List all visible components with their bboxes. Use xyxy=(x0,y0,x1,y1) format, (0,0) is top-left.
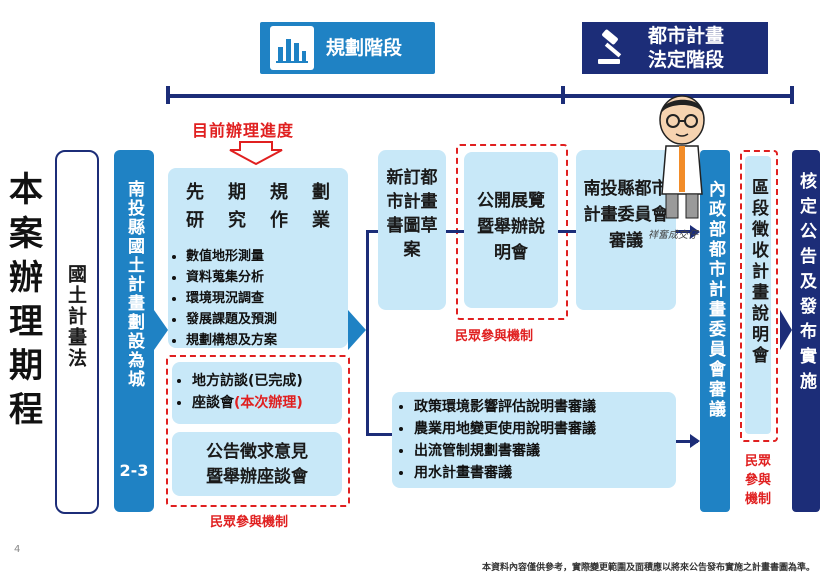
progress-arrow-icon xyxy=(229,141,283,166)
connector-line xyxy=(366,433,392,436)
nantou-design-code-text: 2-3 xyxy=(119,461,149,480)
prelim-title-line2: 研 究 作 業 xyxy=(168,204,348,238)
list-item: 發展課題及預測 xyxy=(186,309,348,330)
approval-box: 核定公告及發布實施 xyxy=(792,150,820,512)
public-exhibit-text: 公開展覽暨舉辦說明會 xyxy=(477,191,545,263)
bar-chart-icon xyxy=(270,26,314,70)
phase-legal-label: 都市計畫 法定階段 xyxy=(648,24,724,72)
pp-line: 機制 xyxy=(744,492,771,507)
prelim-title-char: 究 xyxy=(228,210,246,231)
prelim-title-line1: 先 期 規 劃 xyxy=(168,168,348,204)
land-plan-law-box: 國土計畫法 xyxy=(55,150,99,514)
new-plan-text: 新訂都市計畫書圖草案 xyxy=(386,168,438,260)
list-item: 座談會(本次辦理) xyxy=(192,392,342,414)
list-item: 數值地形測量 xyxy=(186,246,348,267)
prelim-title-char: 期 xyxy=(228,182,246,203)
prelim-title-char: 研 xyxy=(186,210,204,231)
phase-legal-line2: 法定階段 xyxy=(648,49,725,71)
notice-line1: 公告徵求意見 xyxy=(206,442,308,462)
bracket-tick-end xyxy=(790,86,794,104)
pp-line: 參與 xyxy=(744,473,771,488)
prelim-planning-box: 先 期 規 劃 研 究 作 業 數值地形測量 資料蒐集分析 環境現況調查 發展課… xyxy=(168,168,348,348)
nantou-design-text: 南投縣國土計畫劃設為城 xyxy=(124,180,144,389)
prelim-title-char: 業 xyxy=(312,210,330,231)
new-plan-box: 新訂都市計畫書圖草案 xyxy=(378,150,446,310)
list-item: 農業用地變更使用說明書審議 xyxy=(414,418,676,440)
list-item: 地方訪談(已完成) xyxy=(192,370,342,392)
prelim-title-char: 先 xyxy=(186,182,204,203)
zone-expropriation-box: 區段徵收計畫說明會 xyxy=(745,156,771,434)
county-committee-text: 南投縣都市計畫委員會審議 xyxy=(583,179,669,251)
phase-legal: 都市計畫 法定階段 xyxy=(582,22,768,74)
chevron-right-icon xyxy=(348,310,366,350)
side-title: 本案辦理期程 xyxy=(4,168,48,432)
connector-line xyxy=(366,230,369,436)
gavel-icon xyxy=(592,26,636,70)
phase-planning: 規劃階段 xyxy=(260,22,435,74)
reviews-list: 政策環境影響評估說明書審議 農業用地變更使用說明書審議 出流管制規劃書審議 用水… xyxy=(392,392,676,484)
list-item: 規劃構想及方案 xyxy=(186,330,348,351)
bracket-tick-start xyxy=(166,86,170,104)
list-item: 環境現況調查 xyxy=(186,288,348,309)
public-participation-label-right: 民眾 參與 機制 xyxy=(740,452,776,509)
avatar-cartoon-icon xyxy=(659,95,705,219)
timeline-bracket xyxy=(168,94,792,98)
notice-text: 公告徵求意見 暨舉辦座談會 xyxy=(172,432,342,490)
notice-line2: 暨舉辦座談會 xyxy=(206,467,308,487)
county-committee-box: 南投縣都市計畫委員會審議 xyxy=(576,150,676,310)
prelim-title-char: 劃 xyxy=(312,182,330,203)
visits-item2-prefix: 座談會 xyxy=(192,395,234,411)
list-item: 資料蒐集分析 xyxy=(186,267,348,288)
list-item: 用水計畫書審議 xyxy=(414,462,676,484)
chevron-right-icon xyxy=(154,310,168,350)
zone-expropriation-dashed-box xyxy=(740,150,778,442)
approval-text: 核定公告及發布實施 xyxy=(796,172,816,397)
arrow-right-icon xyxy=(690,434,700,448)
arrow-right-icon xyxy=(690,225,700,239)
phase-legal-line1: 都市計畫 xyxy=(648,25,725,47)
prelim-items-list: 數值地形測量 資料蒐集分析 環境現況調查 發展課題及預測 規劃構想及方案 xyxy=(168,246,348,351)
avatar-caption: 祥奮成交仔 xyxy=(648,230,698,241)
connector-line xyxy=(366,230,378,233)
list-item: 政策環境影響評估說明書審議 xyxy=(414,396,676,418)
visits-box: 地方訪談(已完成) 座談會(本次辦理) xyxy=(172,362,342,424)
connector-line xyxy=(676,230,698,233)
notice-box: 公告徵求意見 暨舉辦座談會 xyxy=(172,432,342,496)
connector-line xyxy=(558,230,576,233)
page-number: 4 xyxy=(14,544,21,555)
connector-line xyxy=(676,440,698,443)
chevron-right-icon xyxy=(780,310,792,350)
interior-committee-box: 內政部都市計畫委員會審議 xyxy=(700,150,730,512)
progress-label: 目前辦理進度 xyxy=(192,121,295,140)
land-plan-law-text: 國土計畫法 xyxy=(65,264,87,369)
phase-planning-label: 規劃階段 xyxy=(326,37,403,59)
public-exhibit-box: 公開展覽暨舉辦說明會 xyxy=(464,152,558,308)
bracket-tick-mid xyxy=(561,86,565,104)
visits-item2-highlight: (本次辦理) xyxy=(234,395,303,411)
current-progress-dashed-box xyxy=(166,355,350,507)
prelim-title-char: 作 xyxy=(270,210,288,231)
public-participation-label-mid: 民眾參與機制 xyxy=(455,329,534,344)
visits-list: 地方訪談(已完成) 座談會(本次辦理) xyxy=(172,362,342,414)
connector-line xyxy=(446,230,464,233)
zone-expropriation-text: 區段徵收計畫說明會 xyxy=(748,178,768,367)
prelim-title-char: 規 xyxy=(270,182,288,203)
interior-committee-text: 內政部都市計畫委員會審議 xyxy=(705,180,725,420)
nantou-design-box: 南投縣國土計畫劃設為城 xyxy=(114,150,154,512)
footnote: 本資料內容僅供參考，實際變更範圍及面積應以將來公告發布實施之計畫書圖為準。 xyxy=(481,563,815,573)
reviews-box: 政策環境影響評估說明書審議 農業用地變更使用說明書審議 出流管制規劃書審議 用水… xyxy=(392,392,676,488)
pp-line: 民眾 xyxy=(744,454,771,469)
list-item: 出流管制規劃書審議 xyxy=(414,440,676,462)
side-title-text: 本案辦理期程 xyxy=(9,170,43,430)
public-participation-label-left: 民眾參與機制 xyxy=(210,515,289,530)
